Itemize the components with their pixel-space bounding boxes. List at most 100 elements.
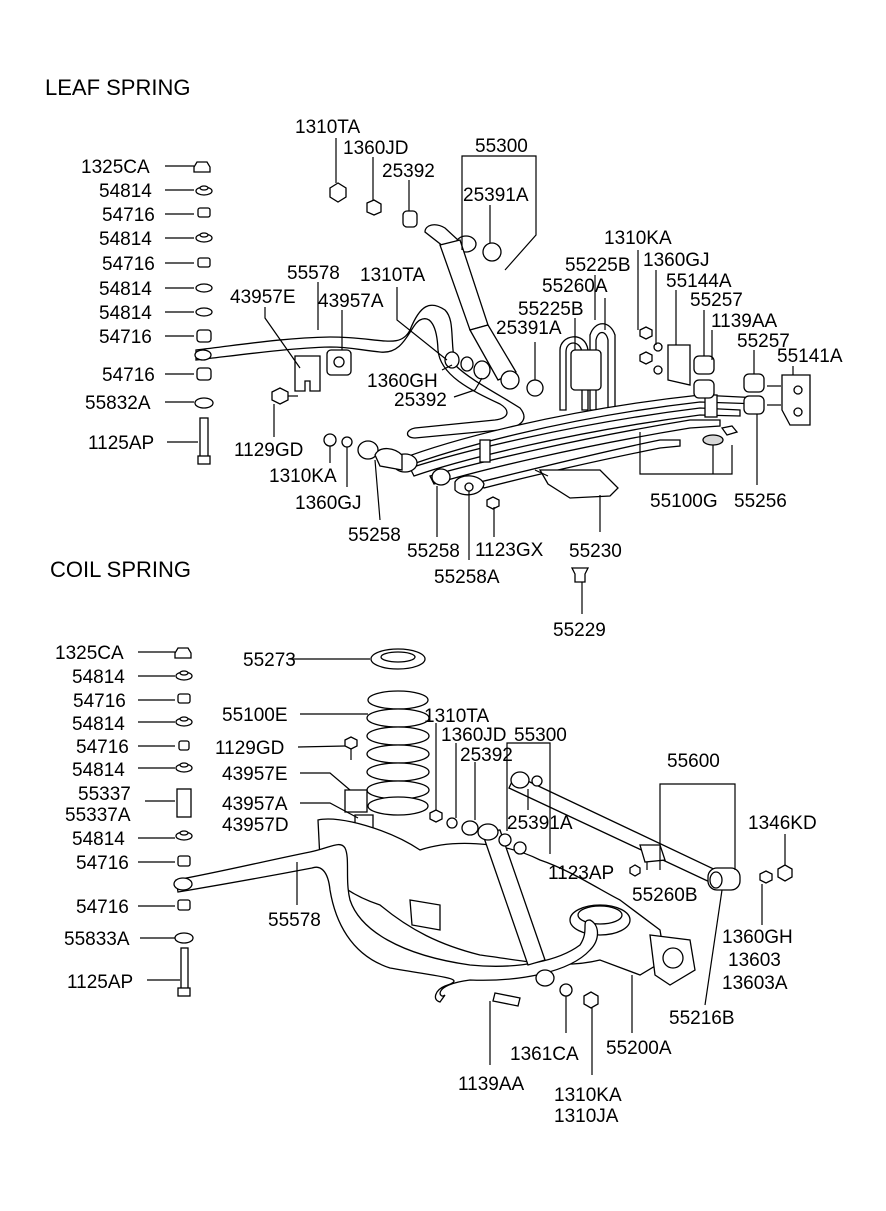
part-label: 1139AA: [458, 1074, 525, 1095]
part-label: 55337A: [65, 805, 131, 826]
part-label: 1125AP: [88, 433, 154, 454]
part-label: 54814: [99, 303, 152, 324]
part-label: 1125AP: [67, 972, 133, 993]
part-label: 55833A: [64, 929, 130, 950]
part-label: 1123GX: [475, 540, 544, 561]
part-label: 1129GD: [215, 738, 284, 759]
leaf-part-labels: 1310TA 1360JD 25392 55300 25391A 1325CA …: [81, 117, 843, 641]
part-label: 1310KA: [604, 228, 672, 249]
part-label: 1360GH: [722, 927, 793, 948]
part-label: 55300: [514, 725, 567, 746]
part-label: 43957E: [230, 287, 296, 308]
coil-left-bushing-stack: [174, 647, 194, 997]
part-label: 1360GJ: [643, 250, 710, 271]
part-label: 55256: [734, 491, 787, 512]
coil-spring-assembly-drawing: [173, 647, 793, 1009]
part-label: 55216B: [669, 1008, 735, 1029]
part-label: 54814: [99, 279, 152, 300]
part-label: 25392: [394, 390, 447, 411]
part-label: 55200A: [606, 1038, 672, 1059]
part-label: 54814: [72, 667, 125, 688]
part-label: 25392: [460, 745, 513, 766]
part-label: 55600: [667, 751, 720, 772]
part-label: 54814: [99, 229, 152, 250]
coil-lateral-rod: [508, 771, 741, 891]
leaf-leader-lines: [165, 138, 794, 614]
part-label: 55258A: [434, 567, 500, 588]
part-label: 1346KD: [748, 813, 817, 834]
part-label: 1310JA: [554, 1106, 619, 1127]
part-label: 54716: [99, 327, 152, 348]
coil-shock-absorber: [477, 823, 555, 987]
part-label: 25391A: [463, 185, 529, 206]
leaf-spring-plate: [538, 469, 619, 499]
part-label: 55225B: [565, 255, 631, 276]
part-label: 1325CA: [81, 157, 150, 178]
coil-stabilizer-bar: [175, 844, 599, 1003]
part-label: 55260B: [632, 885, 698, 906]
part-label: 55225B: [518, 299, 584, 320]
part-label: 1360JD: [343, 138, 409, 159]
part-label: 54716: [76, 853, 129, 874]
coil-spring: [366, 690, 430, 816]
part-label: 55141A: [777, 346, 843, 367]
part-label: 43957D: [222, 815, 289, 836]
leaf-left-bushing-stack: [193, 161, 214, 465]
leaf-u-bolts: [559, 323, 616, 411]
part-label: 55257: [690, 290, 743, 311]
part-label: 54716: [76, 897, 129, 918]
part-label: 25391A: [507, 813, 573, 834]
part-label: 54716: [102, 365, 155, 386]
leaf-spring-section-title: LEAF SPRING: [45, 75, 190, 100]
part-label: 55100E: [222, 705, 288, 726]
part-label: 54814: [72, 714, 125, 735]
part-label: 55258: [407, 541, 460, 562]
part-label: 1310KA: [554, 1085, 622, 1106]
part-label: 13603: [728, 950, 781, 971]
coil-spring-section-title: COIL SPRING: [50, 557, 191, 582]
part-label: 43957E: [222, 764, 288, 785]
leaf-spring-assembly-drawing: [193, 161, 811, 583]
leaf-stabilizer-bracket: [294, 355, 321, 392]
part-label: 1139AA: [711, 311, 778, 332]
part-label: 13603A: [722, 973, 788, 994]
part-label: 55273: [243, 650, 296, 671]
part-label: 1310TA: [295, 117, 360, 138]
part-label: 1310KA: [269, 466, 337, 487]
part-label: 54716: [73, 691, 126, 712]
part-label: 54716: [102, 254, 155, 275]
part-label: 55260A: [542, 276, 608, 297]
part-label: 55337: [78, 784, 131, 805]
part-label: 54814: [99, 181, 152, 202]
part-label: 1325CA: [55, 643, 124, 664]
part-label: 55100G: [650, 491, 718, 512]
part-label: 55832A: [85, 393, 151, 414]
part-label: 55578: [287, 263, 340, 284]
part-label: 54814: [72, 760, 125, 781]
coil-leader-lines: [138, 651, 786, 1075]
leaf-stabilizer-bar: [195, 304, 525, 439]
part-label: 55257: [737, 331, 790, 352]
part-label: 55578: [268, 910, 321, 931]
part-label: 54716: [102, 205, 155, 226]
part-label: 1360GJ: [295, 493, 362, 514]
part-label: 1310TA: [424, 706, 489, 727]
part-label: 1361CA: [510, 1044, 579, 1065]
part-label: 55258: [348, 525, 401, 546]
part-label: 25392: [382, 161, 435, 182]
part-label: 55144A: [666, 271, 732, 292]
part-label: 1123AP: [548, 863, 614, 884]
coil-part-labels: 1325CA 54814 54716 54814 54716 54814 553…: [55, 643, 817, 1127]
part-label: 25391A: [496, 318, 562, 339]
part-label: 54814: [72, 829, 125, 850]
part-label: 43957A: [318, 291, 384, 312]
part-label: 1360GH: [367, 371, 438, 392]
part-label: 55300: [475, 136, 528, 157]
part-label: 1360JD: [441, 725, 507, 746]
part-label: 1129GD: [234, 440, 303, 461]
part-label: 55229: [553, 620, 606, 641]
part-label: 54716: [76, 737, 129, 758]
leaf-shock-absorber: [424, 224, 544, 397]
part-label: 1310TA: [360, 265, 425, 286]
